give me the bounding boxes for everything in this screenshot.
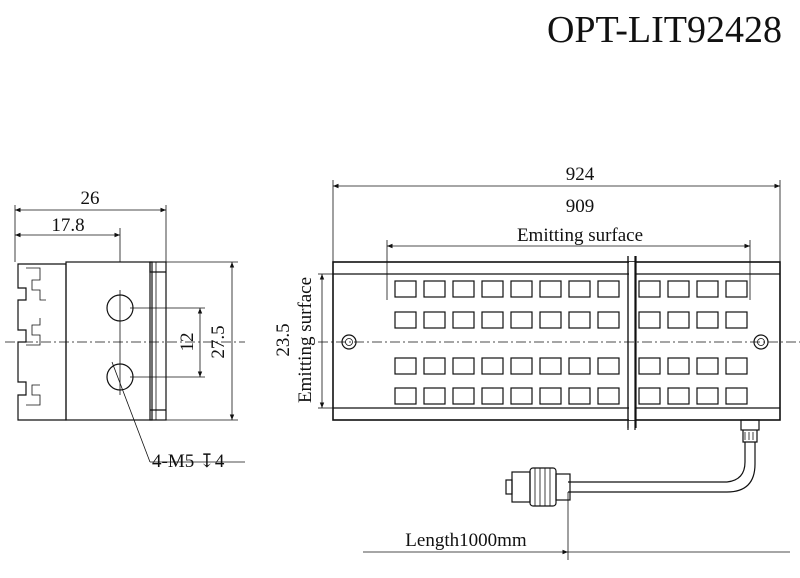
led-cell — [725, 280, 748, 298]
led-cell — [539, 280, 562, 298]
profile-slot-top — [26, 267, 46, 301]
led-cell — [539, 357, 562, 375]
led-cell — [394, 311, 417, 329]
led-cell — [597, 311, 620, 329]
screw-left-inner — [345, 338, 353, 346]
led-cell — [597, 280, 620, 298]
led-cell — [452, 311, 475, 329]
led-cell — [510, 387, 533, 405]
front-view: 924 909 Emitting surface 23.5 Emitting s… — [273, 164, 800, 560]
side-housing — [65, 261, 153, 421]
led-cell — [638, 280, 661, 298]
break-gap — [629, 262, 635, 420]
screw-right-icon — [753, 334, 769, 350]
plug-body — [529, 467, 557, 507]
led-cell — [568, 357, 591, 375]
side-view: 26 17.8 12 27.5 4-M5 ↧4 — [5, 188, 245, 472]
led-cell — [394, 280, 417, 298]
cable-length-label: Length1000mm — [405, 530, 527, 551]
cable-outer — [568, 442, 746, 483]
front-housing — [332, 261, 781, 421]
model-title: OPT-LIT92428 — [547, 9, 782, 51]
led-cell — [597, 387, 620, 405]
plug-nose — [511, 471, 531, 503]
plug-knurl — [534, 468, 551, 506]
led-cell — [510, 311, 533, 329]
dim-924-label: 924 — [566, 164, 595, 185]
led-cell — [725, 387, 748, 405]
break-lines — [627, 256, 636, 430]
led-cell — [394, 357, 417, 375]
led-cell — [481, 357, 504, 375]
dim-909-label: 909 — [566, 196, 595, 217]
led-cell — [423, 311, 446, 329]
led-grid — [394, 280, 748, 405]
led-cell — [696, 357, 719, 375]
dim-12-label: 12 — [177, 333, 198, 352]
led-cell — [667, 387, 690, 405]
led-cell — [481, 311, 504, 329]
led-cell — [452, 280, 475, 298]
led-cell — [452, 357, 475, 375]
side-lens — [149, 261, 167, 421]
cable-gland-base — [740, 419, 760, 431]
dim-27-5-label: 27.5 — [208, 325, 229, 358]
led-cell — [568, 311, 591, 329]
cable-inner — [568, 442, 756, 493]
led-cell — [638, 311, 661, 329]
led-cell — [481, 387, 504, 405]
hole-note-label: 4-M5 ↧4 — [152, 451, 225, 472]
led-cell — [667, 311, 690, 329]
led-cell — [667, 280, 690, 298]
led-cell — [423, 280, 446, 298]
led-cell — [539, 387, 562, 405]
screw-left-icon — [341, 334, 357, 350]
hole-leader — [111, 361, 151, 463]
led-cell — [696, 387, 719, 405]
led-cell — [568, 280, 591, 298]
led-cell — [696, 311, 719, 329]
emitting-surface-label: Emitting surface — [517, 225, 643, 246]
cable-gland-nut — [742, 430, 758, 443]
screw-right-inner — [757, 338, 765, 346]
dim-17-8-label: 17.8 — [51, 215, 84, 236]
profile-extrusion — [17, 263, 67, 421]
dim-26-label: 26 — [81, 188, 100, 209]
cable-gland-ribs — [744, 432, 754, 440]
led-cell — [452, 387, 475, 405]
led-cell — [423, 387, 446, 405]
led-cell — [510, 280, 533, 298]
led-cell — [481, 280, 504, 298]
led-cell — [423, 357, 446, 375]
led-cell — [510, 357, 533, 375]
led-cell — [638, 357, 661, 375]
led-cell — [725, 311, 748, 329]
led-cell — [638, 387, 661, 405]
plug-tip — [505, 479, 513, 495]
emitting-surface-vertical-label: Emitting surface — [295, 277, 316, 403]
led-cell — [539, 311, 562, 329]
led-cell — [667, 357, 690, 375]
dim-23-5-label: 23.5 — [273, 323, 294, 356]
led-cell — [597, 357, 620, 375]
led-cell — [696, 280, 719, 298]
profile-slot-mid — [26, 318, 41, 346]
led-cell — [568, 387, 591, 405]
profile-slot-bottom — [26, 384, 41, 406]
side-lens-lip — [149, 262, 166, 411]
led-cell — [394, 387, 417, 405]
led-cell — [725, 357, 748, 375]
